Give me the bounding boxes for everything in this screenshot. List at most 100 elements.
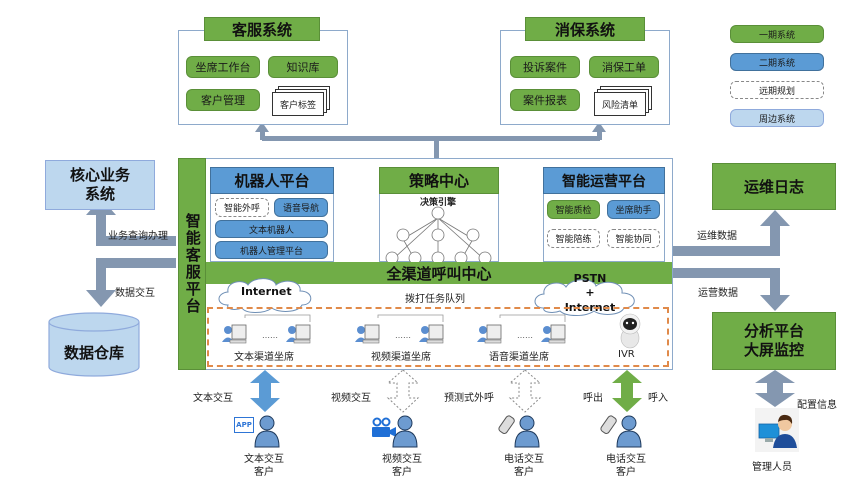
phone-icon bbox=[600, 415, 617, 434]
ivr[interactable]: IVR bbox=[610, 312, 650, 364]
seat-group-video[interactable]: …… 视频渠道坐席 bbox=[353, 312, 458, 364]
ops-log[interactable]: 运维日志 bbox=[712, 163, 836, 210]
customer-phone-2[interactable]: 电话交互 客户 bbox=[590, 413, 660, 485]
customer-video-label: 视频交互 客户 bbox=[366, 453, 438, 479]
svg-text:……: …… bbox=[517, 331, 533, 340]
ops-smart-collab[interactable]: 智能协同 bbox=[607, 229, 660, 248]
cp-module-work-orders[interactable]: 消保工单 bbox=[589, 56, 659, 78]
seat-group-voice[interactable]: …… 语音渠道坐席 bbox=[475, 312, 580, 364]
dial-task-queue: 拨打任务队列 bbox=[405, 294, 465, 305]
customer-text-label: 文本交互 客户 bbox=[228, 453, 300, 479]
call-arrow bbox=[612, 370, 642, 412]
legend-phase1: 一期系统 bbox=[730, 25, 824, 43]
cp-doc-risk-list[interactable]: 风险清单 bbox=[594, 86, 654, 116]
ops-data-label: 运维数据 bbox=[697, 231, 737, 242]
customer-video-line2: 客户 bbox=[392, 467, 412, 478]
legend-phase2: 二期系统 bbox=[730, 53, 824, 71]
call-in-label: 呼入 bbox=[648, 393, 668, 404]
left-flow-arrows bbox=[86, 198, 176, 307]
customer-phone-2-line2: 客户 bbox=[616, 467, 636, 478]
cs-module-customer-mgmt[interactable]: 客户管理 bbox=[186, 89, 260, 111]
cp-module-case-reports[interactable]: 案件报表 bbox=[510, 89, 580, 111]
decision-engine-label: 决策引擎 bbox=[420, 198, 457, 208]
cs-module-seat-workbench[interactable]: 坐席工作台 bbox=[186, 56, 260, 78]
cp-module-complaint-cases[interactable]: 投诉案件 bbox=[510, 56, 580, 78]
ivr-label: IVR bbox=[618, 349, 635, 360]
cloud-plus-label: + bbox=[585, 286, 595, 299]
analytics-line2: 大屏监控 bbox=[743, 341, 804, 359]
ops-smart-qc[interactable]: 智能质检 bbox=[547, 200, 600, 219]
robot-voice-navigation[interactable]: 语音导航 bbox=[274, 198, 328, 217]
analytics-platform[interactable]: 分析平台 大屏监控 bbox=[712, 312, 836, 370]
video-interaction-label: 视频交互 bbox=[331, 393, 371, 404]
cs-doc-label: 客户标签 bbox=[272, 92, 324, 116]
customer-phone-1-label: 电话交互 客户 bbox=[488, 453, 560, 479]
svg-text:……: …… bbox=[395, 331, 411, 340]
decision-tree-icon bbox=[385, 206, 492, 265]
customer-phone-1[interactable]: 电话交互 客户 bbox=[488, 413, 558, 485]
user-icon bbox=[514, 415, 540, 448]
core-business-system[interactable]: 核心业务系统 bbox=[45, 160, 155, 210]
customer-video[interactable]: 视频交互 客户 bbox=[366, 413, 436, 485]
platform-title-text: 智能客服平台 bbox=[183, 213, 202, 315]
cloud-internet-left-label: Internet bbox=[241, 285, 292, 298]
consumer-protection-title: 消保系统 bbox=[525, 17, 645, 41]
user-icon bbox=[392, 415, 418, 448]
business-query-label: 业务查询办理 bbox=[108, 231, 168, 242]
cs-module-knowledge-base[interactable]: 知识库 bbox=[268, 56, 338, 78]
top-bus bbox=[255, 122, 606, 158]
customer-phone-1-line1: 电话交互 bbox=[504, 454, 544, 465]
customer-phone-1-line2: 客户 bbox=[514, 467, 534, 478]
svg-text:……: …… bbox=[262, 331, 278, 340]
ops-platform-title: 智能运营平台 bbox=[543, 167, 665, 194]
cs-doc-customer-tags[interactable]: 客户标签 bbox=[272, 86, 332, 116]
user-icon bbox=[254, 415, 280, 448]
call-out-label: 呼出 bbox=[583, 393, 603, 404]
video-camera-icon bbox=[372, 417, 396, 437]
robot-management[interactable]: 机器人管理平台 bbox=[215, 241, 328, 259]
omni-channel-call-center: 全渠道呼叫中心 bbox=[206, 262, 672, 284]
seats-area bbox=[207, 307, 669, 367]
agent-workstation-icon: …… bbox=[355, 314, 444, 344]
robot-text-bot[interactable]: 文本机器人 bbox=[215, 220, 328, 238]
seat-group-text[interactable]: …… 文本渠道坐席 bbox=[220, 312, 325, 364]
predictive-outbound-label: 预测式外呼 bbox=[444, 393, 494, 404]
robot-platform-title: 机器人平台 bbox=[210, 167, 334, 194]
text-interaction-arrow bbox=[250, 370, 280, 412]
predictive-outbound-arrow bbox=[508, 369, 542, 413]
operation-data-label: 运营数据 bbox=[698, 288, 738, 299]
robot-smart-outbound[interactable]: 智能外呼 bbox=[215, 198, 269, 217]
right-flow-arrows bbox=[672, 210, 790, 311]
text-interaction-label: 文本交互 bbox=[193, 393, 233, 404]
analytics-line1: 分析平台 bbox=[743, 321, 804, 340]
admin[interactable]: 管理人员 bbox=[745, 408, 809, 478]
legend-future: 远期规划 bbox=[730, 81, 824, 99]
seat-group-voice-label: 语音渠道坐席 bbox=[489, 352, 549, 363]
customer-service-title: 客服系统 bbox=[204, 17, 320, 41]
admin-double-arrow bbox=[755, 370, 795, 407]
customer-text-line2: 客户 bbox=[254, 467, 274, 478]
seat-group-video-label: 视频渠道坐席 bbox=[371, 352, 431, 363]
robot-icon bbox=[619, 313, 641, 349]
strategy-center-title: 策略中心 bbox=[379, 167, 499, 194]
agent-workstation-icon: …… bbox=[477, 314, 566, 344]
video-interaction-arrow bbox=[386, 369, 420, 413]
phone-icon bbox=[498, 415, 515, 434]
cloud-pstn-label: PSTN bbox=[573, 272, 607, 285]
user-icon bbox=[616, 415, 642, 448]
ops-seat-assistant[interactable]: 坐席助手 bbox=[607, 200, 660, 219]
platform-title: 智能客服平台 bbox=[178, 158, 206, 370]
ops-smart-training[interactable]: 智能陪练 bbox=[547, 229, 600, 248]
cloud-internet-left bbox=[218, 278, 312, 313]
data-warehouse[interactable]: 数据仓库 bbox=[48, 312, 140, 377]
customer-text[interactable]: APP 文本交互 客户 bbox=[228, 413, 298, 485]
cloud-pstn-internet bbox=[534, 279, 635, 316]
config-info-label: 配置信息 bbox=[797, 400, 837, 411]
customer-text-line1: 文本交互 bbox=[244, 454, 284, 465]
customer-phone-2-label: 电话交互 客户 bbox=[590, 453, 662, 479]
admin-label: 管理人员 bbox=[752, 462, 792, 473]
customer-phone-2-line1: 电话交互 bbox=[606, 454, 646, 465]
admin-computer-icon bbox=[755, 408, 799, 452]
agent-workstation-icon: …… bbox=[222, 314, 311, 344]
